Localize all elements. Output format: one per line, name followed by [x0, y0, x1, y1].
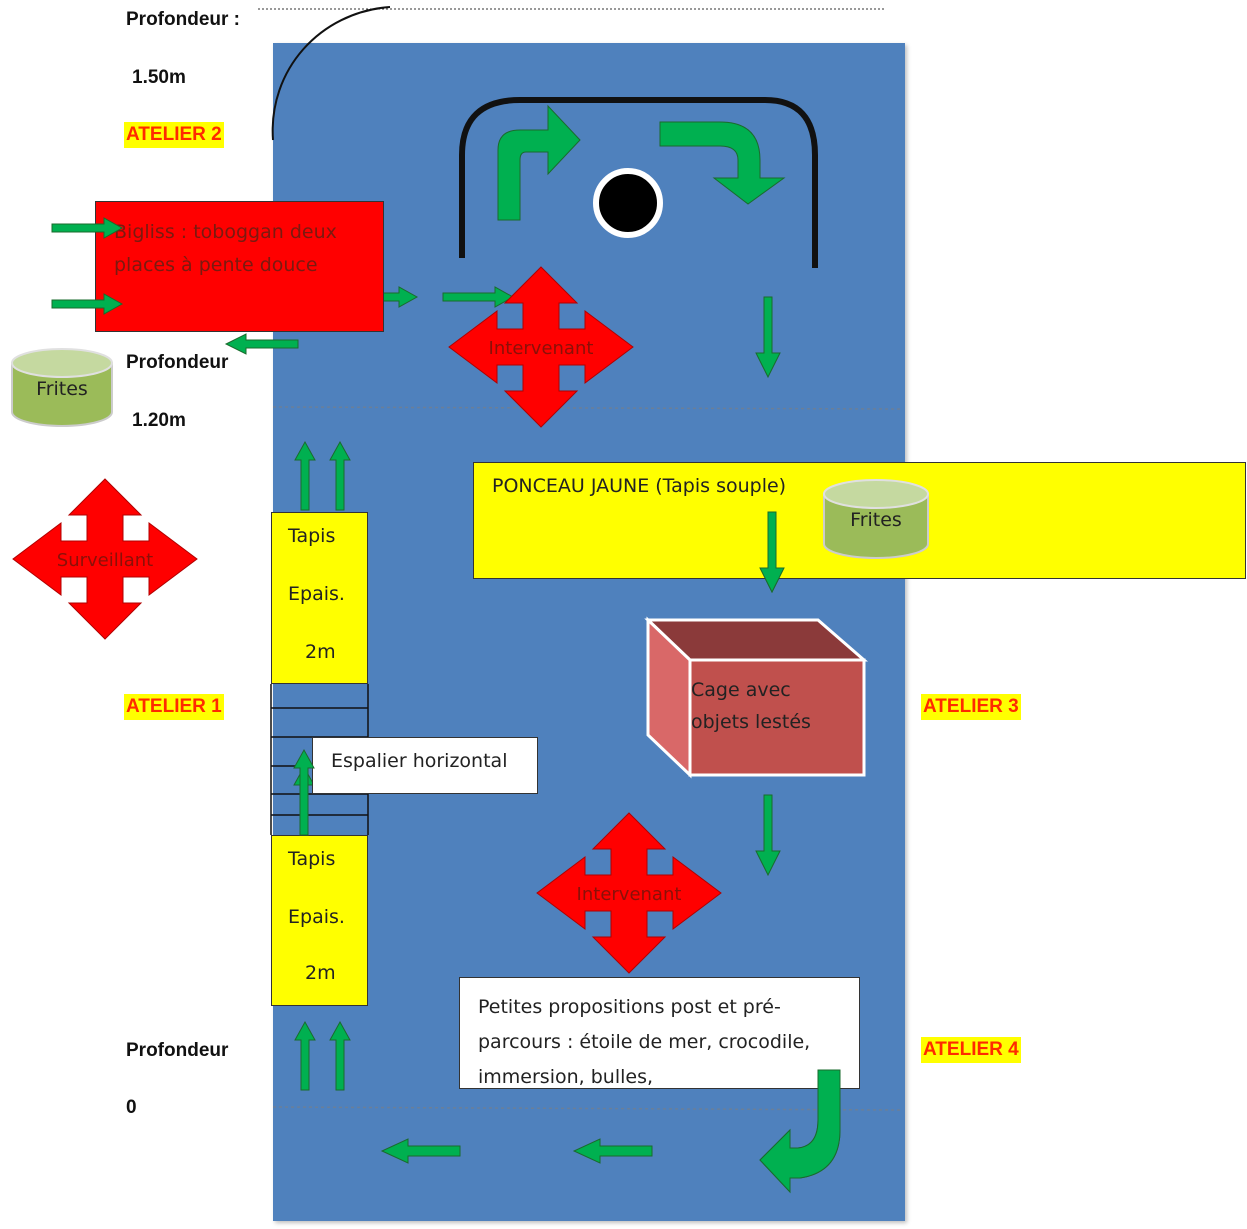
petites-line1: Petites propositions post et pré- [478, 996, 781, 1018]
depth-line-bottom [272, 1106, 904, 1111]
depth-bottom-title: Profondeur [126, 1040, 229, 1061]
intervenant-top-label: Intervenant [488, 338, 594, 359]
tapis-top-l2: Epais. [288, 583, 345, 605]
cage-box [644, 616, 869, 779]
atelier-3-label: ATELIER 3 [921, 694, 1021, 720]
depth-middle-value: 1.20m [132, 410, 186, 431]
bigliss-line1: Bigliss : toboggan deux [114, 221, 337, 243]
arrow-left-icon [572, 1138, 653, 1164]
depth-middle-title: Profondeur [126, 352, 229, 373]
ring-icon [593, 168, 663, 238]
surveillant-label: Surveillant [56, 550, 154, 571]
slide-curve [271, 6, 391, 141]
arrow-left-icon [380, 1138, 461, 1164]
arrow-up-icon [293, 766, 315, 836]
curved-arrow-icon [497, 104, 581, 221]
frites-ponceau-label: Frites [850, 509, 902, 531]
arrow-down-icon [755, 794, 781, 876]
espalier-horizontal: Espalier horizontal [312, 737, 538, 794]
cage-line1: Cage avec [691, 679, 791, 701]
frites-left-label: Frites [36, 378, 88, 400]
depth-bottom-value: 0 [126, 1097, 137, 1118]
tapis-bottom-l1: Tapis [288, 848, 336, 870]
depth-top-title: Profondeur : [126, 9, 240, 30]
petites-line2: parcours : étoile de mer, crocodile, [478, 1031, 811, 1053]
petites-propositions: Petites propositions post et pré- parcou… [459, 977, 860, 1089]
arrow-up-icon [329, 441, 351, 511]
tapis-bottom-l3: 2m [305, 962, 336, 984]
cage-label: Cage avec objets lestés [691, 674, 811, 738]
arrow-left-icon [224, 333, 299, 355]
bigliss-line2: places à pente douce [114, 254, 318, 276]
arrow-right-icon [442, 286, 514, 308]
bigliss-slide: Bigliss : toboggan deux places à pente d… [95, 201, 384, 332]
frites-cylinder-left [11, 348, 113, 427]
depth-line-middle [272, 406, 904, 410]
arrow-down-icon [755, 296, 781, 378]
arrow-up-icon [294, 441, 316, 511]
atelier-2-label: ATELIER 2 [124, 122, 224, 148]
arrow-up-icon [294, 1021, 316, 1091]
ponceau-label: PONCEAU JAUNE (Tapis souple) [492, 475, 787, 497]
tapis-top-l1: Tapis [288, 525, 336, 547]
tapis-top-l3: 2m [305, 641, 336, 663]
tapis-top: Tapis Epais. 2m [271, 512, 368, 684]
atelier2-hoop [459, 97, 818, 268]
cage-line2: objets lestés [691, 711, 811, 733]
arrow-up-icon [329, 1021, 351, 1091]
curved-arrow-icon [659, 121, 786, 205]
intervenant-bottom-label: Intervenant [576, 884, 682, 905]
atelier-4-label: ATELIER 4 [921, 1037, 1021, 1063]
espalier-label: Espalier horizontal [331, 750, 508, 772]
atelier-1-label: ATELIER 1 [124, 694, 224, 720]
tapis-bottom: Tapis Epais. 2m [271, 835, 368, 1006]
petites-line3: immersion, bulles, [478, 1066, 654, 1088]
tapis-bottom-l2: Epais. [288, 906, 345, 928]
depth-top-value: 1.50m [132, 67, 186, 88]
